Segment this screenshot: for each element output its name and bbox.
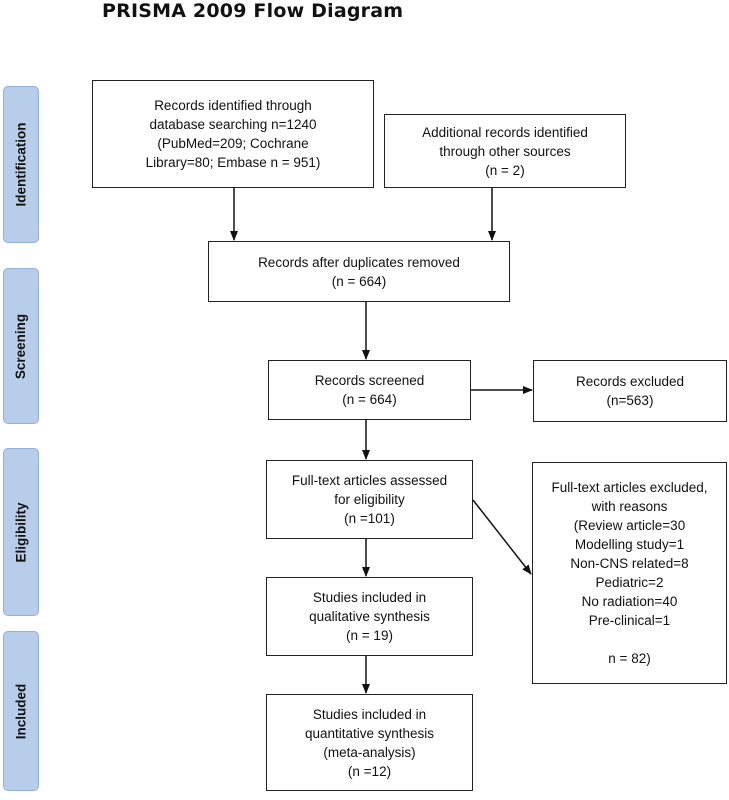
box-text-line: Studies included in: [312, 590, 427, 605]
box-text-line: Library=80; Embase n = 951): [145, 155, 321, 170]
stage-eligibility: Eligibility: [3, 448, 39, 616]
box-text-line: Modelling study=1: [574, 537, 685, 552]
box-text-line: (n =101): [344, 511, 395, 526]
stage-included: Included: [3, 631, 39, 791]
box-text-line: Records after duplicates removed: [258, 254, 460, 270]
quantitative-synthesis-box: Studies included in quantitative synthesi…: [266, 694, 473, 791]
box-text-line: Pre-clinical=1: [588, 613, 671, 628]
database-records-box: Records identified through database searc…: [92, 80, 374, 188]
records-screened-box: Records screened (n = 664): [268, 360, 471, 420]
box-text-line: (n = 664): [342, 392, 397, 407]
box-text-line: (n = 19): [346, 628, 393, 643]
box-text-line: Records excluded: [575, 374, 685, 389]
box-text-line: Studies included in: [312, 706, 427, 722]
qualitative-synthesis-box: Studies included in qualitative synthesis…: [266, 577, 473, 656]
box-text-line: quantitative synthesis: [304, 725, 435, 741]
box-text-line: with reasons: [591, 499, 668, 514]
box-text-line: (PubMed=209; Cochrane: [157, 136, 309, 151]
page-title: PRISMA 2009 Flow Diagram: [102, 0, 404, 22]
box-text-line: Records screened: [314, 373, 425, 388]
box-text-line: (n =12): [347, 763, 392, 779]
box-text-line: n = 82): [608, 651, 651, 666]
box-text-line: for eligibility: [334, 492, 405, 507]
box-text-line: (n=563): [606, 393, 654, 408]
box-text-line: through other sources: [439, 143, 571, 159]
box-text-line: No radiation=40: [581, 594, 678, 609]
box-text-line: (meta-analysis): [323, 744, 416, 760]
box-text-line: database searching n=1240: [149, 117, 317, 132]
box-text-line: Non-CNS related=8: [570, 556, 689, 571]
fulltext-excluded-box: Full-text articles excluded, with reasons…: [532, 462, 727, 684]
fulltext-assessed-box: Full-text articles assessed for eligibili…: [266, 460, 473, 539]
duplicates-removed-box: Records after duplicates removed (n = 664…: [208, 241, 510, 302]
box-text-line: Full-text articles excluded,: [551, 480, 708, 495]
stage-identification: Identification: [3, 86, 39, 243]
stage-screening: Screening: [3, 268, 39, 424]
records-excluded-box: Records excluded (n=563): [533, 360, 727, 422]
box-text-line: Additional records identified: [422, 124, 588, 140]
box-text-line: (Review article=30: [573, 518, 686, 533]
box-text-line: Records identified through: [154, 98, 312, 113]
other-sources-box: Additional records identified through oth…: [384, 114, 626, 188]
box-text-line: Full-text articles assessed: [291, 473, 448, 488]
box-text-line: Pediatric=2: [595, 575, 664, 590]
box-text-line: qualitative synthesis: [309, 609, 430, 624]
arrow-fulltext-to-excluded: [472, 499, 532, 575]
box-text-line: (n = 2): [485, 162, 525, 178]
box-text-line: (n = 664): [331, 273, 387, 289]
